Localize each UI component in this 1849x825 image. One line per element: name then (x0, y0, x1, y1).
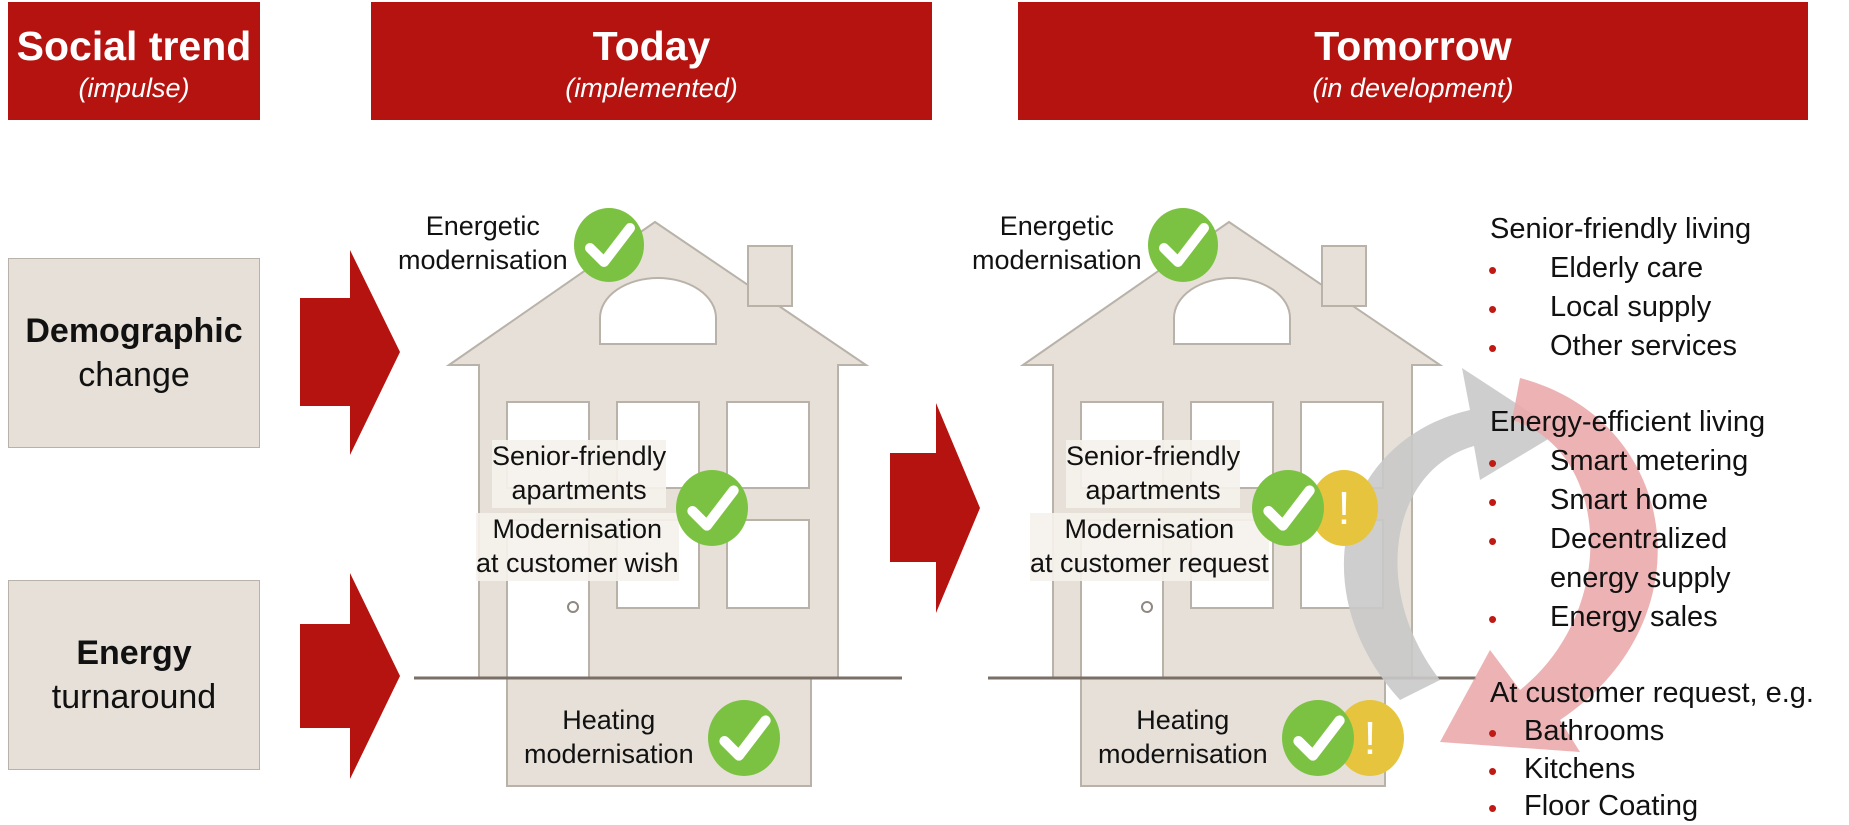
trend-energy: Energy turnaround (8, 580, 260, 770)
header-today: Today (implemented) (371, 2, 932, 120)
cycle-arrows (1343, 368, 1658, 752)
trend-label-bold: Demographic (25, 311, 243, 350)
check-icon (1148, 208, 1218, 282)
bullet-icon: • (1488, 756, 1498, 786)
label-custom-modernisation: Modernisation at customer wish (476, 513, 679, 581)
header-title: Today (592, 23, 711, 69)
label-senior-apartments: Senior-friendly apartments (492, 440, 667, 508)
house-chimney (1321, 245, 1367, 307)
svg-text:!: ! (1338, 482, 1351, 534)
services-senior-title: Senior-friendly living (1490, 213, 1752, 245)
list-item: Smart metering (1550, 445, 1749, 477)
arrow-energy (300, 573, 400, 779)
check-icon (1282, 700, 1354, 776)
header-title: Social trend (16, 23, 252, 69)
list-item: energy supply (1550, 562, 1731, 594)
svg-text:!: ! (1364, 712, 1377, 764)
bullet-icon: • (1488, 526, 1498, 556)
arrow-demographic (300, 250, 400, 455)
header-title: Tomorrow (1314, 23, 1512, 69)
house-attic-window (1173, 277, 1291, 345)
bullet-icon: • (1488, 333, 1498, 363)
trend-label: turnaround (51, 678, 217, 716)
header-social-trend: Social trend (impulse) (8, 2, 260, 120)
warning-icon: ! (1336, 700, 1404, 776)
check-icon (1252, 470, 1324, 546)
bullet-icon: • (1488, 487, 1498, 517)
header-subtitle: (in development) (1312, 73, 1514, 103)
check-icon (676, 470, 748, 546)
bullet-icon: • (1488, 448, 1498, 478)
warning-icon: ! (1310, 470, 1378, 546)
services-customer-title: At customer request, e.g. (1490, 677, 1814, 709)
list-item: Elderly care (1550, 252, 1704, 284)
label-energetic-modernisation: Energetic modernisation (398, 211, 568, 275)
cycle-arrow-pink (1440, 378, 1658, 752)
list-item: Energy sales (1550, 601, 1718, 633)
trend-label-bold: Energy (76, 633, 192, 672)
house-chimney (747, 245, 793, 307)
bullet-icon: • (1488, 604, 1498, 634)
trend-label: change (78, 356, 190, 394)
list-item: Floor Coating (1524, 790, 1699, 822)
trend-demographic: Demographic change (8, 258, 260, 448)
list-item: Other services (1550, 330, 1737, 362)
label-senior-apartments: Senior-friendly apartments (1066, 440, 1241, 508)
list-item: Bathrooms (1524, 715, 1665, 747)
list-item: Smart home (1550, 484, 1708, 516)
label-custom-modernisation: Modernisation at customer request (1030, 513, 1269, 581)
header-subtitle: (implemented) (565, 73, 738, 103)
bullet-icon: • (1488, 255, 1498, 285)
header-subtitle: (impulse) (78, 73, 190, 103)
house-attic-window (599, 277, 717, 345)
header-tomorrow: Tomorrow (in development) (1018, 2, 1808, 120)
list-item: Decentralized (1550, 523, 1728, 555)
bullet-icon: • (1488, 718, 1498, 748)
services-energy-title: Energy-efficient living (1490, 406, 1766, 438)
arrow-today-to-tomorrow (890, 403, 980, 613)
list-item: Kitchens (1524, 753, 1636, 785)
check-icon (708, 700, 780, 776)
check-icon (574, 208, 644, 282)
label-heating-modernisation: Heating modernisation (524, 705, 694, 769)
bullet-icon: • (1488, 294, 1498, 324)
label-energetic-modernisation: Energetic modernisation (972, 211, 1142, 275)
list-item: Local supply (1550, 291, 1712, 323)
bullet-icon: • (1488, 793, 1498, 823)
cycle-arrow-grey (1343, 368, 1560, 700)
label-heating-modernisation: Heating modernisation (1098, 705, 1268, 769)
